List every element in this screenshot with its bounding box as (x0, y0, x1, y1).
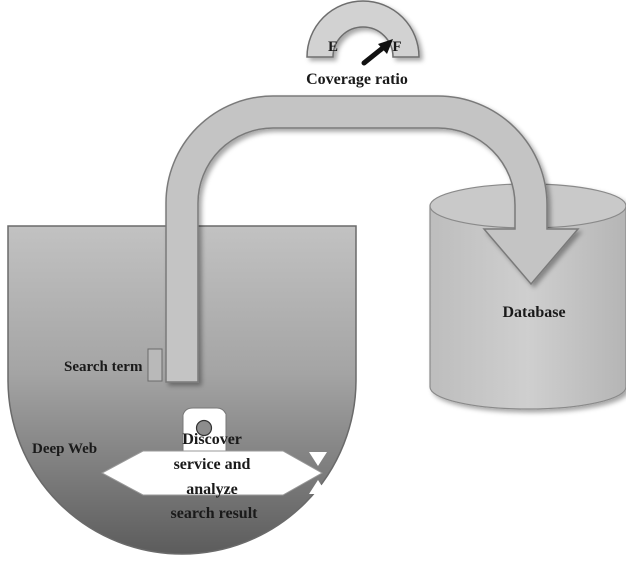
probe-lens-icon (195, 419, 213, 437)
coverage-gauge: E F Coverage ratio (306, 0, 420, 88)
process-label: Discover service and analyze search resu… (171, 431, 259, 522)
signal-arrow-down-icon (309, 480, 327, 494)
gauge-dial (306, 0, 420, 58)
crawler-probe (182, 407, 227, 453)
gauge-empty-mark: E (328, 39, 338, 55)
process-line-3: analyze (186, 481, 238, 498)
gauge-label: Coverage ratio (306, 71, 408, 88)
process-line-4: search result (171, 505, 259, 522)
search-term-label: Search term (64, 359, 143, 375)
signal-arrow-up-icon (309, 452, 327, 466)
database-label: Database (502, 304, 565, 321)
gauge-full-mark: F (392, 39, 401, 55)
pipe-arrow (165, 95, 580, 383)
deep-web-label: Deep Web (32, 441, 97, 457)
process-line-2: service and (174, 456, 251, 473)
process-line-1: Discover (182, 431, 241, 448)
search-term-box (147, 348, 163, 382)
process-hexagon (100, 450, 324, 496)
gauge-needle (361, 39, 393, 66)
